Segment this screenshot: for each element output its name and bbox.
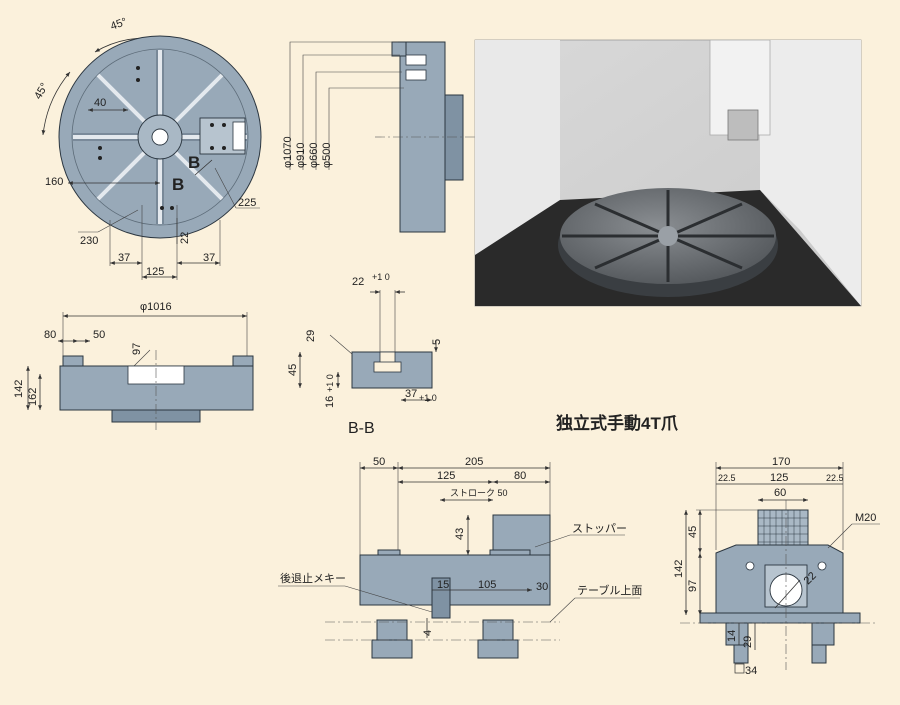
dim-37-right-label: 37	[203, 252, 215, 264]
jaw-dim-43-label: 43	[454, 528, 466, 540]
dia-500-label: φ500	[321, 143, 333, 169]
dim-37-left-label: 37	[118, 252, 130, 264]
bb-dim-16-label: 16	[324, 396, 336, 408]
section-bb-title: B-B	[348, 420, 375, 437]
profile-base-boss	[444, 94, 464, 181]
table-front-view: φ1016 80 50 97 142 162	[13, 301, 254, 430]
jaw-dim-4-label: 4	[422, 630, 434, 636]
end-dim-170-label: 170	[772, 456, 790, 468]
jaw-dim-105-label: 105	[478, 579, 496, 591]
dia-1070-label: φ1070	[282, 136, 294, 168]
thread-m20-label: M20	[855, 512, 876, 524]
jaw-dim-50-label: 50	[373, 456, 385, 468]
end-base-flange	[699, 612, 861, 624]
dim-160-label: 160	[45, 176, 63, 188]
center-bore	[151, 128, 169, 146]
jaw-dim-15-label: 15	[437, 579, 449, 591]
dim-97-label: 97	[131, 343, 143, 355]
end-dim-45-label: 45	[687, 526, 699, 538]
table-surface-label: テーブル上面	[577, 583, 642, 597]
section-bb: 22 +1 0 29 5 45 16 +1 0 37 +1 0 B-B	[287, 272, 443, 437]
jaw-end-view: 170 22.5 125 22.5 60 22	[673, 456, 880, 677]
jaw-dim-30-label: 30	[536, 581, 548, 593]
end-dim-14-label: 14	[726, 630, 738, 642]
end-dim-29-label: 29	[742, 636, 754, 648]
dim-50-label: 50	[93, 329, 105, 341]
angle-left-label: 45°	[32, 81, 51, 101]
section-mark-b-upper: B	[188, 153, 200, 172]
jaw-upper-block	[492, 514, 551, 556]
bb-tol-16: +1 0	[325, 374, 335, 392]
jaw-title: 独立式手動4T爪	[556, 413, 679, 433]
dim-230-label: 230	[80, 235, 98, 247]
retreat-key-label: 後退止メキー	[280, 571, 346, 585]
angle-top-label: 45°	[109, 16, 129, 33]
stopper-label: ストッパー	[572, 522, 627, 535]
jaw-main-body	[359, 554, 551, 606]
jaw-side-view: 50 205 125 80 ストローク 50 43 15 105 30 4	[278, 456, 642, 659]
jaw-dim-205-label: 205	[465, 456, 483, 468]
end-dim-60-label: 60	[774, 487, 786, 499]
end-dim-34-label: 34	[745, 665, 757, 677]
retreat-key	[431, 577, 451, 619]
table-side-profile: φ1070 φ910 φ660 φ500	[282, 41, 475, 233]
end-dim-22-5-right-label: 22.5	[826, 473, 844, 483]
table-top-view: 45° 45° 40 160	[32, 16, 262, 280]
dim-142-label: 142	[13, 380, 25, 398]
dim-80-label: 80	[44, 329, 56, 341]
bb-dim-22-label: 22	[352, 276, 364, 288]
dim-22-label: 22	[179, 232, 191, 244]
end-dim-142-label: 142	[673, 560, 685, 578]
bb-tol-22: +1 0	[372, 272, 390, 282]
bb-dim-5-label: 5	[431, 339, 443, 345]
end-dim-22-5-left-label: 22.5	[718, 473, 736, 483]
dim-225-label: 225	[238, 197, 256, 209]
jaw-bolt-block	[232, 121, 246, 151]
bb-dim-29-label: 29	[305, 330, 317, 342]
section-mark-b-lower: B	[172, 175, 184, 194]
dim-125-label: 125	[146, 266, 164, 278]
bb-tol-37: +1 0	[419, 393, 437, 403]
dim-162-label: 162	[27, 388, 39, 406]
bb-dim-37-label: 37	[405, 388, 417, 400]
end-dim-125-label: 125	[770, 472, 788, 484]
dia-1016-label: φ1016	[140, 301, 172, 313]
machine-photo	[474, 39, 862, 307]
end-dim-97-label: 97	[687, 580, 699, 592]
stroke-label: ストローク 50	[450, 488, 508, 498]
bb-dim-45-label: 45	[287, 364, 299, 376]
dim-40-label: 40	[94, 97, 106, 109]
dia-660-label: φ660	[308, 143, 320, 169]
table-inner-ring	[71, 48, 249, 226]
dia-910-label: φ910	[295, 143, 307, 169]
jaw-dim-125-label: 125	[437, 470, 455, 482]
jaw-dim-80-label: 80	[514, 470, 526, 482]
